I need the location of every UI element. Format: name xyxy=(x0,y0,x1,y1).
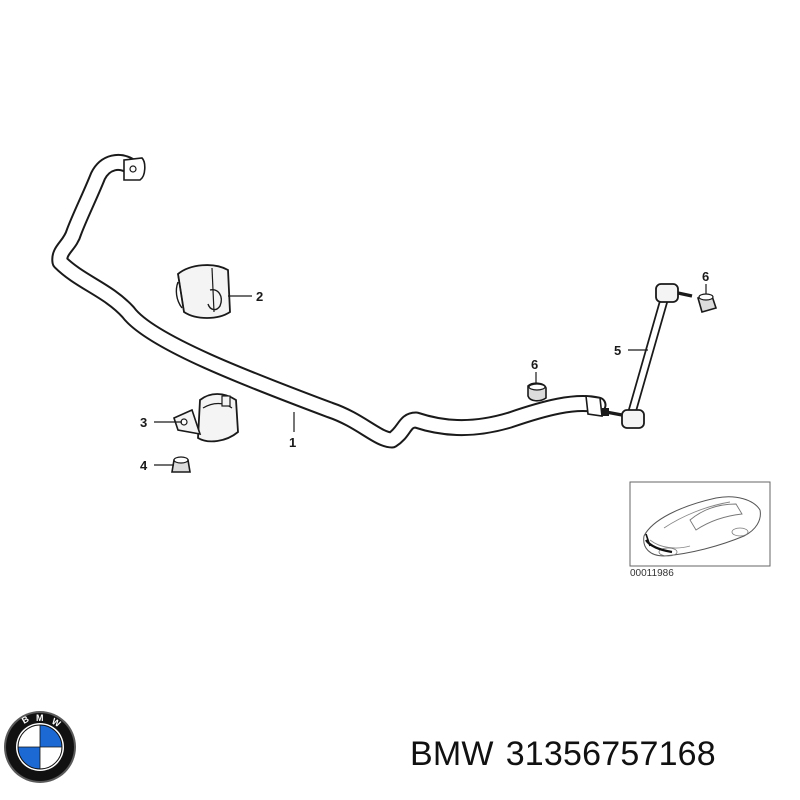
rubber-mounting xyxy=(175,264,231,319)
svg-text:M: M xyxy=(36,713,44,723)
brand-name: BMW xyxy=(410,735,494,773)
callout-5: 5 xyxy=(614,343,621,358)
callout-4: 4 xyxy=(140,458,148,473)
part-number: 31356757168 xyxy=(505,735,716,773)
callout-6-top: 6 xyxy=(702,269,709,284)
svg-text:B: B xyxy=(20,714,31,726)
nut-link-top xyxy=(696,293,718,313)
callout-3: 3 xyxy=(140,415,147,430)
stabilizer-link xyxy=(602,283,693,429)
callout-2: 2 xyxy=(256,289,263,304)
callout-1: 1 xyxy=(289,435,296,450)
inset-car-thumbnail: 00011986 xyxy=(629,481,771,579)
leader-lines xyxy=(154,284,707,466)
callout-6-end: 6 xyxy=(531,357,538,372)
bmw-logo: B M W xyxy=(4,711,76,783)
nut-bracket xyxy=(171,456,191,473)
bracket xyxy=(173,393,239,443)
stabilizer-bar xyxy=(51,154,607,449)
nut-bar-end xyxy=(527,382,547,402)
inset-diagram-id: 00011986 xyxy=(630,568,674,579)
part-caption: BMW 31356757168 xyxy=(410,735,790,774)
